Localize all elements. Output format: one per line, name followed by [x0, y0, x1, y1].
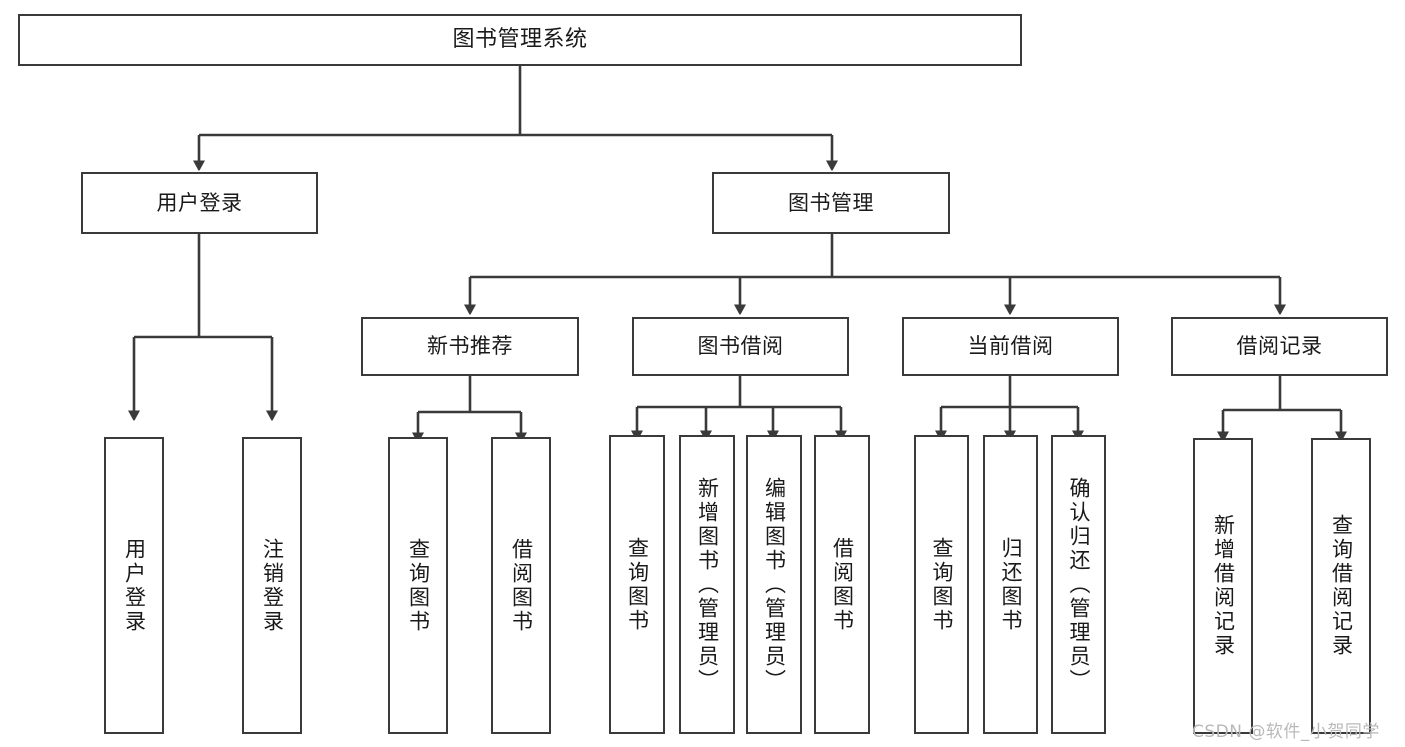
leaf-cb-query-book[interactable]: 查询图书 — [914, 435, 969, 734]
node-label: 确认归还（管理员） — [1067, 476, 1091, 693]
node-book-manage[interactable]: 图书管理 — [712, 172, 950, 234]
leaf-br-add-record[interactable]: 新增借阅记录 — [1193, 438, 1253, 734]
node-label: 当前借阅 — [967, 334, 1054, 359]
node-label: 新增图书（管理员） — [695, 476, 720, 693]
node-label: 查询图书 — [406, 537, 431, 634]
node-label: 查询图书 — [625, 536, 650, 633]
node-current-borrow[interactable]: 当前借阅 — [902, 317, 1119, 376]
node-root-system[interactable]: 图书管理系统 — [18, 14, 1022, 66]
leaf-bb-edit-book[interactable]: 编辑图书（管理员） — [746, 435, 802, 734]
node-label: 借阅图书 — [509, 537, 534, 634]
node-label: 归还图书 — [999, 536, 1023, 633]
node-label: 查询图书 — [930, 536, 954, 633]
node-label: 注销登录 — [260, 537, 285, 634]
node-user-login[interactable]: 用户登录 — [81, 172, 318, 234]
leaf-bb-add-book[interactable]: 新增图书（管理员） — [679, 435, 735, 734]
leaf-nb-borrow-book[interactable]: 借阅图书 — [491, 437, 551, 734]
node-label: 用户登录 — [122, 537, 147, 634]
node-borrow-record[interactable]: 借阅记录 — [1171, 317, 1388, 376]
leaf-cb-return-book[interactable]: 归还图书 — [983, 435, 1038, 734]
node-label: 用户登录 — [156, 190, 243, 215]
leaf-user-login[interactable]: 用户登录 — [104, 437, 164, 734]
node-label: 查询借阅记录 — [1329, 514, 1354, 658]
node-new-book-recommend[interactable]: 新书推荐 — [361, 317, 579, 376]
node-label: 借阅图书 — [830, 536, 855, 633]
leaf-logout[interactable]: 注销登录 — [242, 437, 302, 734]
node-book-borrow[interactable]: 图书借阅 — [632, 317, 849, 376]
node-label: 借阅记录 — [1236, 334, 1323, 359]
node-label: 图书借阅 — [697, 334, 784, 359]
node-label: 编辑图书（管理员） — [762, 476, 787, 693]
leaf-bb-query-book[interactable]: 查询图书 — [609, 435, 665, 734]
csdn-watermark: CSDN @软件_小贺同学 — [1192, 722, 1380, 742]
node-label: 新增借阅记录 — [1211, 514, 1236, 658]
leaf-br-query-record[interactable]: 查询借阅记录 — [1311, 438, 1371, 734]
node-label: 图书管理系统 — [452, 27, 588, 53]
leaf-bb-borrow-book[interactable]: 借阅图书 — [814, 435, 870, 734]
node-label: 图书管理 — [788, 190, 874, 215]
node-label: 新书推荐 — [427, 334, 513, 359]
leaf-cb-confirm-return[interactable]: 确认归还（管理员） — [1051, 435, 1106, 734]
leaf-nb-query-book[interactable]: 查询图书 — [388, 437, 448, 734]
